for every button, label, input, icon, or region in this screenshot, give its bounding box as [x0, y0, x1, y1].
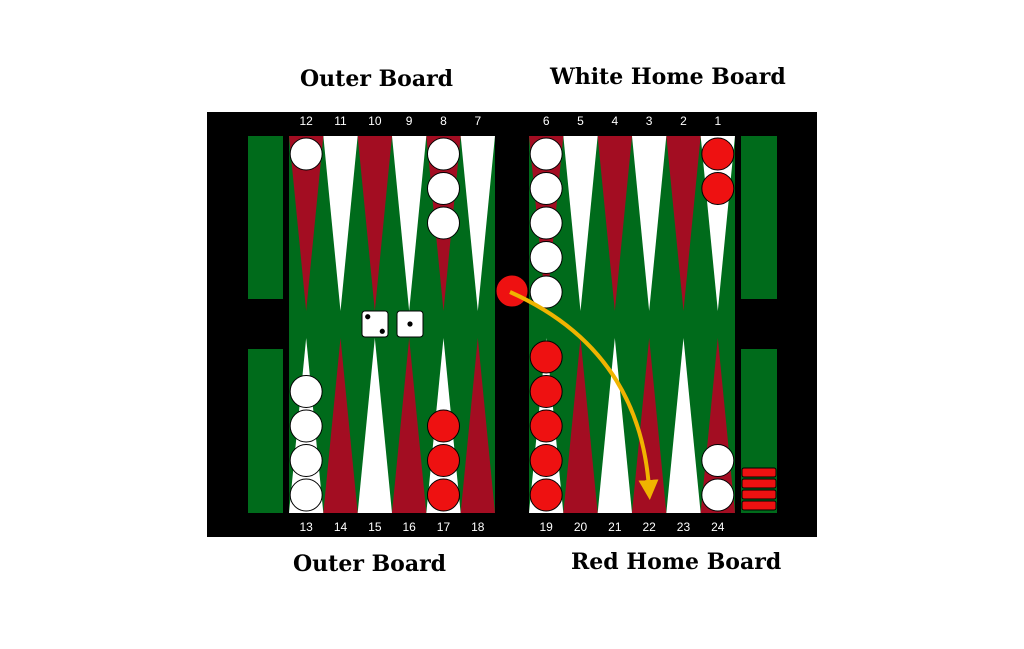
white-checker[interactable]	[701, 444, 735, 477]
white-checker[interactable]	[529, 241, 563, 274]
white-checker[interactable]	[701, 478, 735, 512]
red-checker[interactable]	[529, 444, 563, 477]
borne-off-red-checker	[741, 489, 777, 500]
bearoff-tray-top	[741, 136, 777, 299]
point-number-label: 2	[680, 114, 687, 128]
point-number-label: 9	[406, 114, 413, 128]
white-checker[interactable]	[289, 137, 323, 171]
point-number-label: 7	[474, 114, 481, 128]
white-checker[interactable]	[529, 275, 563, 309]
point-number-label: 22	[642, 520, 656, 534]
point-number-label: 8	[440, 114, 447, 128]
borne-off-red-checker	[741, 500, 777, 511]
die-2[interactable]	[396, 310, 424, 338]
point-number-label: 4	[611, 114, 618, 128]
die-pip	[365, 314, 371, 320]
red-checker[interactable]	[701, 172, 735, 205]
point-7[interactable]	[460, 136, 495, 311]
point-23[interactable]	[666, 338, 701, 513]
white-checker[interactable]	[289, 375, 323, 408]
borne-off-red-checker	[741, 467, 777, 478]
left-tray-bottom	[248, 349, 283, 513]
point-22[interactable]	[631, 338, 667, 513]
point-number-label: 13	[299, 520, 313, 534]
point-number-label: 12	[299, 114, 313, 128]
die-1[interactable]	[361, 310, 389, 338]
red-checker[interactable]	[426, 444, 460, 477]
point-2[interactable]	[666, 136, 701, 311]
white-checker[interactable]	[289, 444, 323, 477]
white-checker[interactable]	[529, 137, 563, 171]
caption-white-home-board: White Home Board	[550, 64, 786, 90]
white-checker[interactable]	[426, 206, 460, 240]
white-checker[interactable]	[529, 172, 563, 205]
die-pip	[407, 321, 413, 327]
point-5[interactable]	[563, 136, 598, 311]
point-number-label: 20	[574, 520, 588, 534]
red-checker[interactable]	[529, 478, 563, 512]
point-10[interactable]	[357, 136, 392, 311]
point-number-label: 1	[714, 114, 721, 128]
point-number-label: 5	[577, 114, 584, 128]
white-checker[interactable]	[289, 409, 323, 443]
point-number-label: 19	[539, 520, 553, 534]
die-pip	[379, 328, 385, 334]
point-number-label: 15	[368, 520, 382, 534]
red-checker[interactable]	[529, 375, 563, 408]
point-number-label: 21	[608, 520, 622, 534]
left-tray-top	[248, 136, 283, 299]
red-checker[interactable]	[529, 340, 563, 374]
point-number-label: 6	[543, 114, 550, 128]
point-14[interactable]	[323, 338, 358, 513]
point-4[interactable]	[597, 136, 632, 311]
borne-off-red-checker	[741, 478, 777, 489]
white-checker[interactable]	[426, 137, 460, 171]
point-number-label: 3	[646, 114, 653, 128]
point-9[interactable]	[391, 136, 427, 311]
point-number-label: 18	[471, 520, 485, 534]
point-16[interactable]	[391, 338, 427, 513]
white-checker[interactable]	[529, 206, 563, 240]
move-arrow	[509, 290, 659, 500]
point-18[interactable]	[460, 338, 495, 513]
caption-outer-board-bottom: Outer Board	[293, 551, 447, 577]
point-number-label: 10	[368, 114, 382, 128]
caption-red-home-board: Red Home Board	[571, 549, 782, 575]
caption-outer-board-top: Outer Board	[300, 66, 454, 92]
point-3[interactable]	[631, 136, 667, 311]
white-checker[interactable]	[426, 172, 460, 205]
white-checker[interactable]	[289, 478, 323, 512]
point-number-label: 14	[334, 520, 348, 534]
left-half-felt	[289, 136, 495, 513]
point-11[interactable]	[323, 136, 358, 311]
point-number-label: 17	[437, 520, 451, 534]
point-number-label: 23	[677, 520, 691, 534]
red-checker[interactable]	[426, 478, 460, 512]
point-12[interactable]	[289, 136, 324, 311]
red-checker[interactable]	[426, 409, 460, 443]
point-21[interactable]	[597, 338, 632, 513]
red-checker[interactable]	[701, 137, 735, 171]
point-number-label: 11	[334, 114, 347, 128]
point-number-label: 16	[402, 520, 416, 534]
point-15[interactable]	[357, 338, 392, 513]
point-number-label: 24	[711, 520, 725, 534]
point-20[interactable]	[563, 338, 598, 513]
red-checker[interactable]	[529, 409, 563, 443]
